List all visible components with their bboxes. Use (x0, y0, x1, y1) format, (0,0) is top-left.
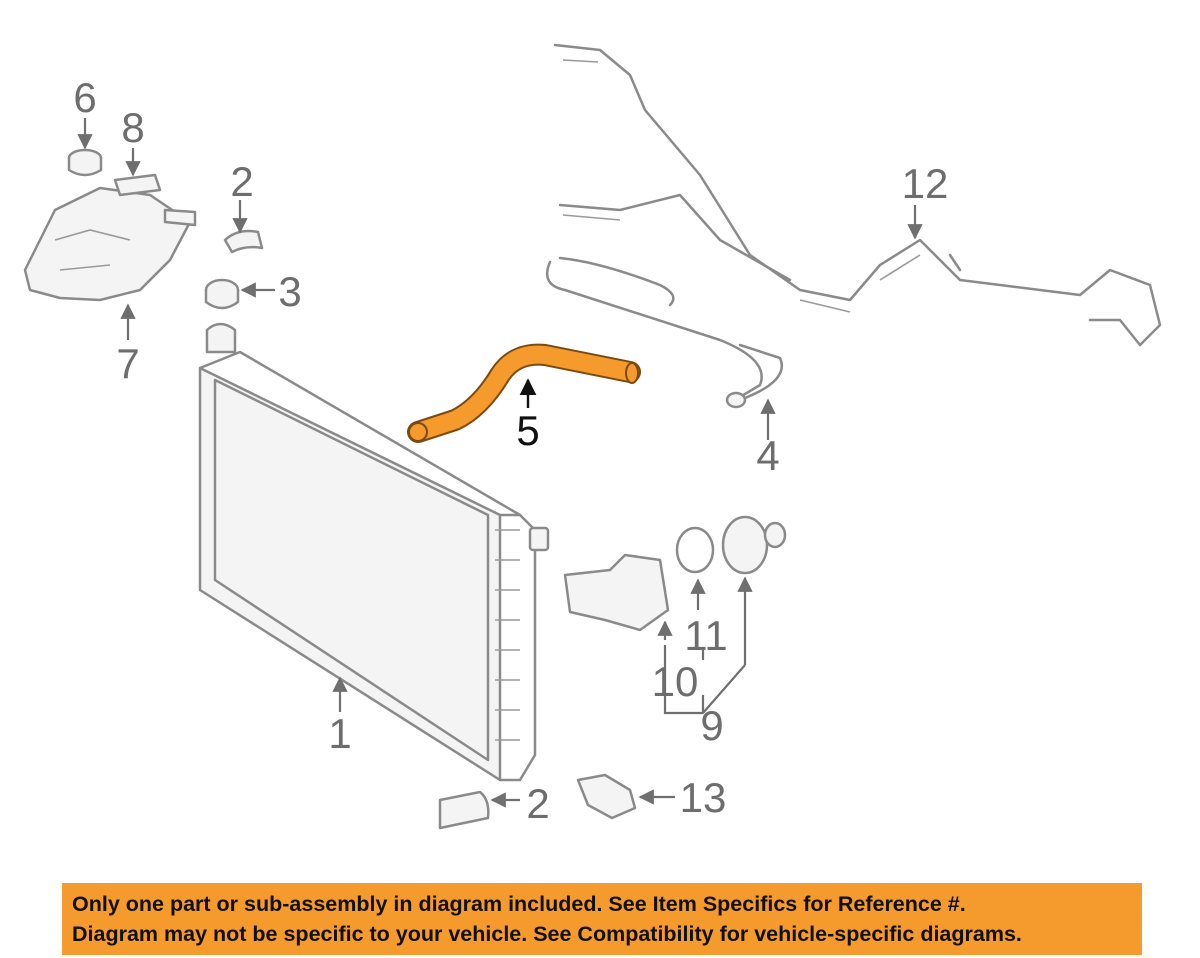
lower-hose-end (725, 391, 747, 409)
clip-part-bottom (438, 790, 490, 830)
disclaimer-line-1: Only one part or sub-assembly in diagram… (72, 892, 966, 916)
upper-hose-part (407, 343, 641, 443)
lower-hose-part (545, 256, 783, 402)
callout-2-top: 2 (230, 158, 253, 205)
callout-3: 3 (278, 268, 301, 315)
thermostat-part (721, 515, 787, 575)
callout-12: 12 (902, 160, 949, 207)
tube-assembly-part (553, 43, 1162, 347)
radiator-cap-part (204, 278, 240, 310)
callout-1: 1 (328, 710, 351, 757)
gasket-part (675, 526, 715, 574)
callout-9: 9 (700, 702, 723, 749)
callout-2-bottom: 2 (526, 780, 549, 827)
clip-part-top (223, 229, 264, 254)
callout-arrows (77, 118, 923, 808)
callout-7: 7 (116, 340, 139, 387)
callout-5: 5 (516, 407, 539, 454)
callout-6: 6 (73, 74, 96, 121)
radiator-part (198, 322, 550, 782)
callout-4: 4 (756, 432, 779, 479)
callout-8: 8 (121, 104, 144, 151)
disclaimer-line-2: Diagram may not be specific to your vehi… (72, 922, 1022, 946)
reservoir-fitting-part (113, 173, 197, 227)
callout-10: 10 (652, 658, 699, 705)
disclaimer-banner: Only one part or sub-assembly in diagram… (62, 883, 1142, 955)
thermostat-housing-part (563, 553, 670, 632)
sensor-part (576, 773, 637, 820)
coolant-reservoir-part (23, 186, 192, 302)
callout-11: 11 (684, 612, 728, 659)
reservoir-cap-part (67, 148, 103, 177)
callout-13: 13 (680, 774, 727, 821)
